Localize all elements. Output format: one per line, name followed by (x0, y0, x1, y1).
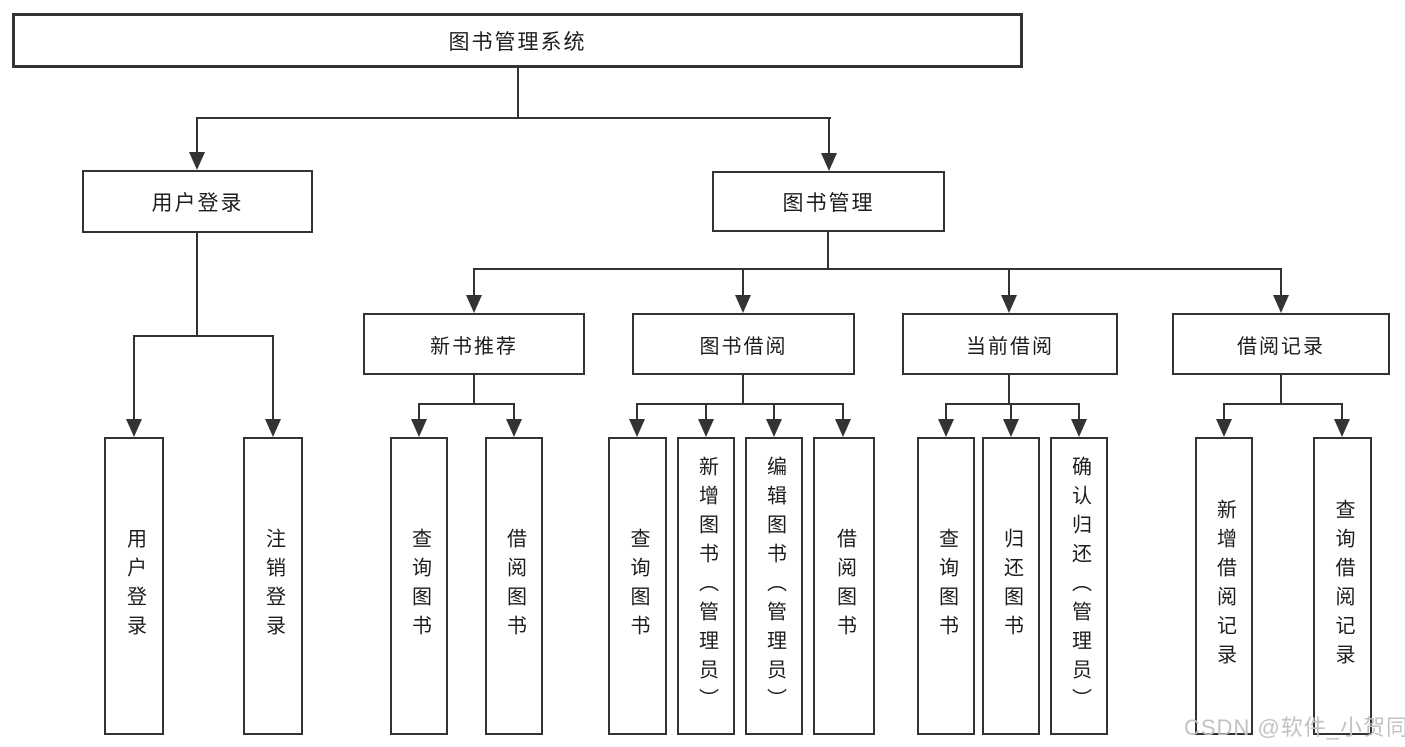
leaf-borrow-query-books-label: 查询图书 (627, 528, 649, 644)
connector-line (196, 233, 198, 337)
arrow-down-icon (735, 295, 751, 313)
leaf-edit-books-admin: 编辑图书（管理员） (745, 437, 803, 735)
leaf-current-query-books-label: 查询图书 (935, 528, 958, 644)
connector-line (827, 232, 829, 270)
arrow-down-icon (189, 152, 205, 170)
connector-line (418, 403, 420, 421)
connector-line (1010, 403, 1012, 421)
leaf-rec-query-books-label: 查询图书 (408, 528, 431, 644)
arrow-down-icon (1273, 295, 1289, 313)
arrow-down-icon (1003, 419, 1019, 437)
node-book-borrow: 图书借阅 (632, 313, 855, 375)
node-current-borrow: 当前借阅 (902, 313, 1118, 375)
leaf-edit-books-admin-label: 编辑图书（管理员） (763, 455, 786, 717)
leaf-confirm-return-admin: 确认归还（管理员） (1050, 437, 1108, 735)
connector-line (133, 335, 274, 337)
leaf-user-login-label: 用户登录 (123, 528, 146, 644)
arrow-down-icon (1334, 419, 1350, 437)
connector-line (1280, 268, 1282, 297)
arrow-down-icon (1001, 295, 1017, 313)
arrow-down-icon (506, 419, 522, 437)
node-user-login-group-label: 用户登录 (151, 191, 244, 215)
connector-line (1008, 375, 1010, 405)
csdn-watermark: CSDN @软件_小贺同学 (1184, 715, 1405, 740)
leaf-borrow-borrow-books-label: 借阅图书 (833, 528, 856, 644)
connector-line (473, 268, 475, 297)
arrow-down-icon (466, 295, 482, 313)
connector-line (636, 403, 844, 405)
connector-line (1341, 403, 1343, 421)
connector-line (828, 117, 830, 154)
arrow-down-icon (629, 419, 645, 437)
arrow-down-icon (1071, 419, 1087, 437)
leaf-query-borrow-record: 查询借阅记录 (1313, 437, 1372, 735)
leaf-borrow-query-books: 查询图书 (608, 437, 667, 735)
arrow-down-icon (265, 419, 281, 437)
connector-line (196, 117, 198, 153)
leaf-logout: 注销登录 (243, 437, 303, 735)
leaf-return-books-label: 归还图书 (1000, 528, 1023, 644)
connector-line (133, 335, 135, 421)
node-new-book-recommend: 新书推荐 (363, 313, 585, 375)
arrow-down-icon (698, 419, 714, 437)
leaf-add-borrow-record-label: 新增借阅记录 (1213, 499, 1236, 673)
node-user-login-group: 用户登录 (82, 170, 313, 233)
node-new-book-recommend-label: 新书推荐 (430, 335, 518, 358)
arrow-down-icon (821, 153, 837, 171)
arrow-down-icon (938, 419, 954, 437)
connector-line (636, 403, 638, 421)
arrow-down-icon (766, 419, 782, 437)
leaf-add-books-admin-label: 新增图书（管理员） (695, 455, 718, 717)
leaf-add-borrow-record: 新增借阅记录 (1195, 437, 1253, 735)
connector-line (196, 117, 831, 119)
connector-line (842, 403, 844, 421)
leaf-logout-label: 注销登录 (262, 528, 285, 644)
node-borrow-records: 借阅记录 (1172, 313, 1390, 375)
arrow-down-icon (835, 419, 851, 437)
node-current-borrow-label: 当前借阅 (966, 335, 1054, 358)
node-borrow-records-label: 借阅记录 (1237, 335, 1325, 358)
connector-line (1223, 403, 1342, 405)
connector-line (945, 403, 1079, 405)
leaf-rec-borrow-books-label: 借阅图书 (503, 528, 526, 644)
connector-line (1223, 403, 1225, 421)
node-book-borrow-label: 图书借阅 (699, 335, 788, 358)
leaf-confirm-return-admin-label: 确认归还（管理员） (1068, 455, 1091, 717)
connector-line (513, 403, 515, 421)
connector-line (272, 335, 274, 421)
leaf-add-books-admin: 新增图书（管理员） (677, 437, 735, 735)
arrow-down-icon (1216, 419, 1232, 437)
connector-line (473, 268, 1282, 270)
connector-line (1078, 403, 1080, 421)
leaf-query-borrow-record-label: 查询借阅记录 (1332, 499, 1354, 673)
leaf-borrow-borrow-books: 借阅图书 (813, 437, 875, 735)
node-library-system: 图书管理系统 (12, 13, 1023, 68)
leaf-current-query-books: 查询图书 (917, 437, 975, 735)
leaf-return-books: 归还图书 (982, 437, 1040, 735)
connector-line (705, 403, 707, 421)
leaf-rec-borrow-books: 借阅图书 (485, 437, 543, 735)
connector-line (517, 68, 519, 119)
node-book-management-label: 图书管理 (782, 191, 875, 215)
connector-line (1008, 268, 1010, 297)
leaf-rec-query-books: 查询图书 (390, 437, 448, 735)
connector-line (742, 268, 744, 297)
arrow-down-icon (411, 419, 427, 437)
connector-line (773, 403, 775, 421)
leaf-user-login: 用户登录 (104, 437, 164, 735)
node-book-management: 图书管理 (712, 171, 945, 232)
connector-line (418, 403, 515, 405)
connector-line (945, 403, 947, 421)
arrow-down-icon (126, 419, 142, 437)
node-library-system-label: 图书管理系统 (448, 30, 587, 54)
connector-line (1280, 375, 1282, 405)
connector-line (742, 375, 744, 405)
connector-line (473, 375, 475, 405)
